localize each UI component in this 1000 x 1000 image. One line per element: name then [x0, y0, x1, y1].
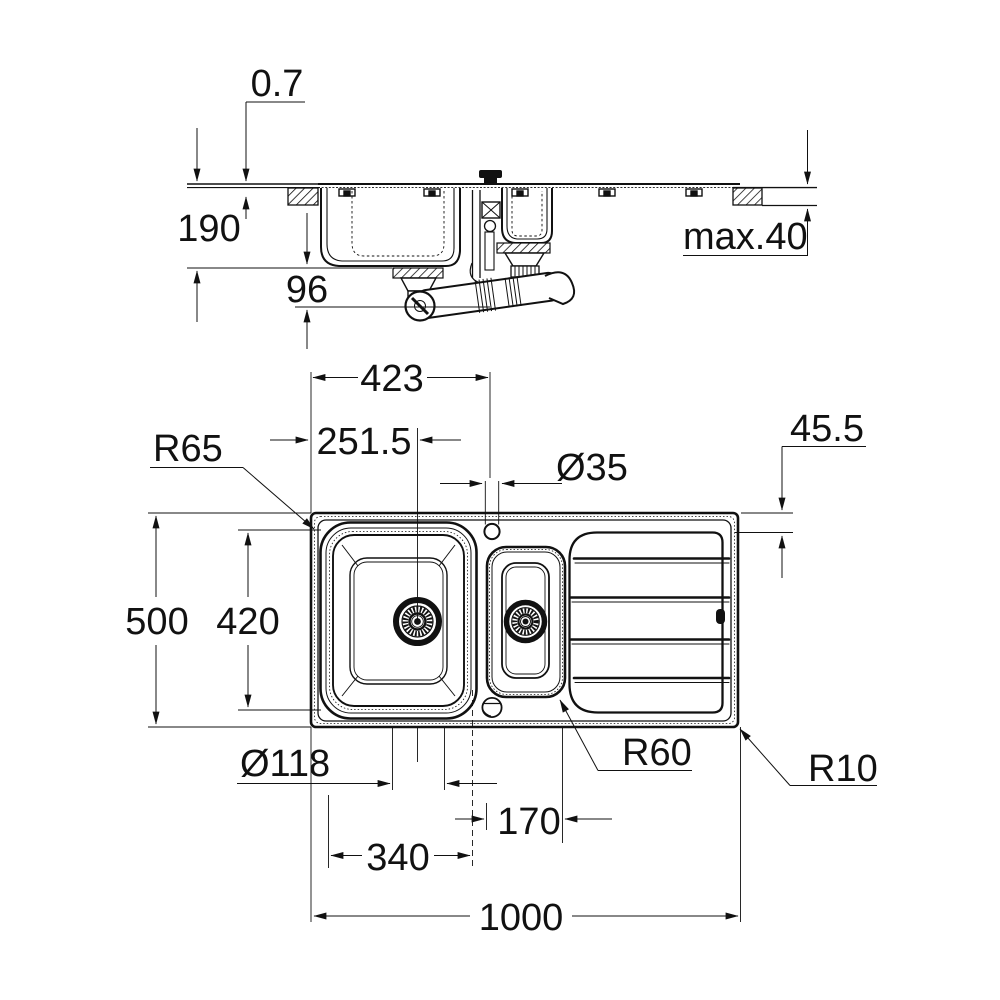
faucet-hole	[483, 481, 501, 541]
dim-outer-corner-radius: R10	[808, 748, 878, 790]
dim-rim-thickness: 0.7	[251, 63, 304, 105]
drainer-board	[568, 531, 731, 714]
dim-counter-thickness: max.40	[683, 216, 808, 258]
main-bowl	[319, 521, 478, 720]
dim-bowl-outer-depth: 420	[216, 601, 279, 643]
small-bowl	[485, 545, 567, 699]
dim-drainer-top-offset: 45.5	[790, 408, 864, 450]
small-drain	[503, 599, 548, 644]
top-plan-view	[148, 372, 877, 922]
overflow-standpipe	[469, 190, 501, 284]
side-section-view	[187, 101, 817, 349]
overflow-control	[481, 697, 503, 719]
side-view-dimensions	[187, 101, 811, 349]
sink-rim-inner	[317, 519, 732, 722]
drainer-slot	[716, 609, 725, 624]
dim-bowl-corner-radius: R65	[153, 428, 223, 470]
dim-drain-dia: Ø118	[240, 743, 330, 785]
dim-faucet-from-left: 423	[360, 358, 423, 400]
trap-outlet-elbow	[544, 271, 576, 306]
dim-bowl-depth: 190	[177, 208, 240, 250]
small-bowl-hidden-edges	[511, 191, 543, 237]
dim-faucet-hole-dia: Ø35	[556, 447, 628, 489]
dim-main-bowl-width: 340	[366, 837, 429, 879]
dim-transition-radius: R60	[622, 732, 692, 774]
small-drain-flange	[496, 242, 551, 254]
counter-section-right	[732, 187, 763, 206]
popup-knob	[479, 170, 502, 178]
main-bowl-section-outer	[320, 188, 461, 267]
drainer-grooves	[569, 557, 731, 684]
dim-trap-offset: 96	[286, 269, 328, 311]
dim-drain-from-left: 251.5	[316, 421, 411, 463]
small-bowl-section-inner	[506, 188, 548, 240]
dim-small-bowl-width: 170	[497, 801, 560, 843]
top-view-dimensions	[148, 372, 877, 922]
dimension-labels: 0.7 190 96 max.40 423 251.5 Ø35 45.5 R65…	[125, 63, 877, 939]
dim-overall-depth: 500	[125, 601, 188, 643]
dim-overall-length: 1000	[479, 897, 564, 939]
counter-section-left	[287, 187, 319, 206]
main-bowl-hidden-edges	[351, 191, 445, 257]
main-drain-flange	[392, 267, 444, 279]
main-bowl-section-inner	[326, 188, 455, 262]
sink-outline	[309, 511, 740, 729]
sink-rim-dotted	[314, 516, 735, 724]
mounting-clips	[338, 188, 703, 197]
small-drain-funnel	[503, 252, 546, 267]
